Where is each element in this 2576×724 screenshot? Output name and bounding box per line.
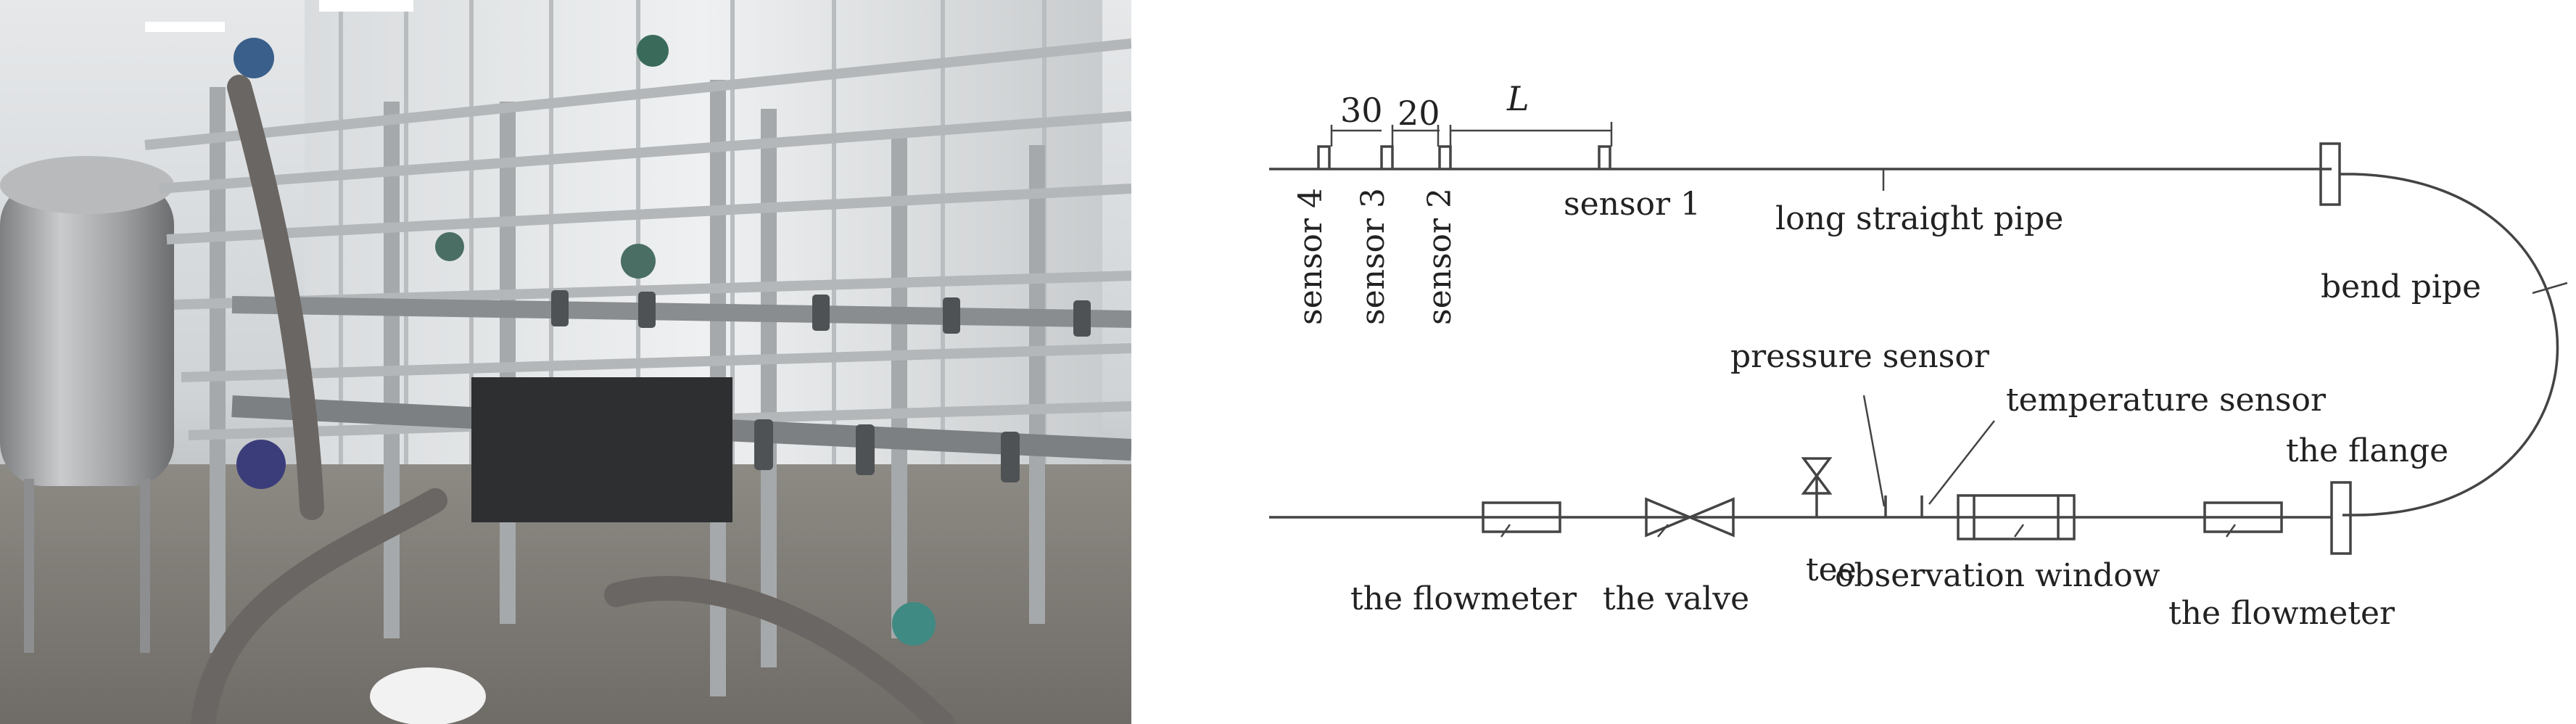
- top-flange-symbol: [2319, 142, 2341, 206]
- window-curtains: [305, 0, 1102, 464]
- sensor-2-symbol: [1438, 145, 1452, 169]
- sensor-2-label: sensor 2: [1421, 188, 1458, 325]
- sensor-1-symbol: [1598, 145, 1611, 169]
- left-flowmeter-symbol: [1482, 501, 1561, 533]
- tee-label: tee: [1806, 551, 1857, 588]
- test-rig-photo: [0, 0, 1131, 724]
- ceiling-light: [145, 22, 225, 32]
- flange-label: the flange: [2286, 432, 2448, 469]
- temperature-sensor-label: temperature sensor: [2006, 382, 2327, 419]
- bucket: [370, 667, 486, 724]
- dimension-30: 30: [1340, 91, 1383, 130]
- valve-label: the valve: [1603, 580, 1749, 617]
- sensor-1-label: sensor 1: [1564, 186, 1701, 223]
- pressure-sensor-label: pressure sensor: [1730, 338, 1990, 375]
- dimension-lines: [1330, 122, 1613, 147]
- flexible-hoses: [191, 75, 955, 724]
- observation-window-label: observation window: [1835, 557, 2160, 594]
- black-equipment-box: [471, 377, 732, 522]
- pressure-sensor-leader: [1862, 395, 1886, 507]
- right-flowmeter-symbol: [2203, 501, 2283, 533]
- right-flowmeter-label: the flowmeter: [2168, 595, 2395, 632]
- sensor-4-label: sensor 4: [1292, 188, 1329, 325]
- instruments: [234, 35, 936, 646]
- sensor-3-symbol: [1380, 145, 1394, 169]
- bottom-flange-symbol: [2330, 481, 2352, 555]
- tee-valve-symbol: [1801, 457, 1833, 495]
- bend-pipe-arc: [2353, 173, 2559, 517]
- left-flowmeter-label: the flowmeter: [1350, 580, 1577, 617]
- dimension-L: L: [1506, 79, 1530, 118]
- bend-pipe-label: bend pipe: [2321, 268, 2481, 305]
- storage-tank: [0, 156, 174, 653]
- temperature-sensor-leader: [1928, 420, 1995, 505]
- sensor-3-label: sensor 3: [1355, 188, 1392, 325]
- long-straight-pipe-label: long straight pipe: [1775, 200, 2063, 237]
- sensor-4-symbol: [1317, 145, 1331, 169]
- valve-symbol: [1645, 497, 1735, 538]
- observation-window-symbol: [1957, 494, 2076, 540]
- ceiling-light: [319, 0, 413, 12]
- dimension-20: 20: [1398, 94, 1440, 133]
